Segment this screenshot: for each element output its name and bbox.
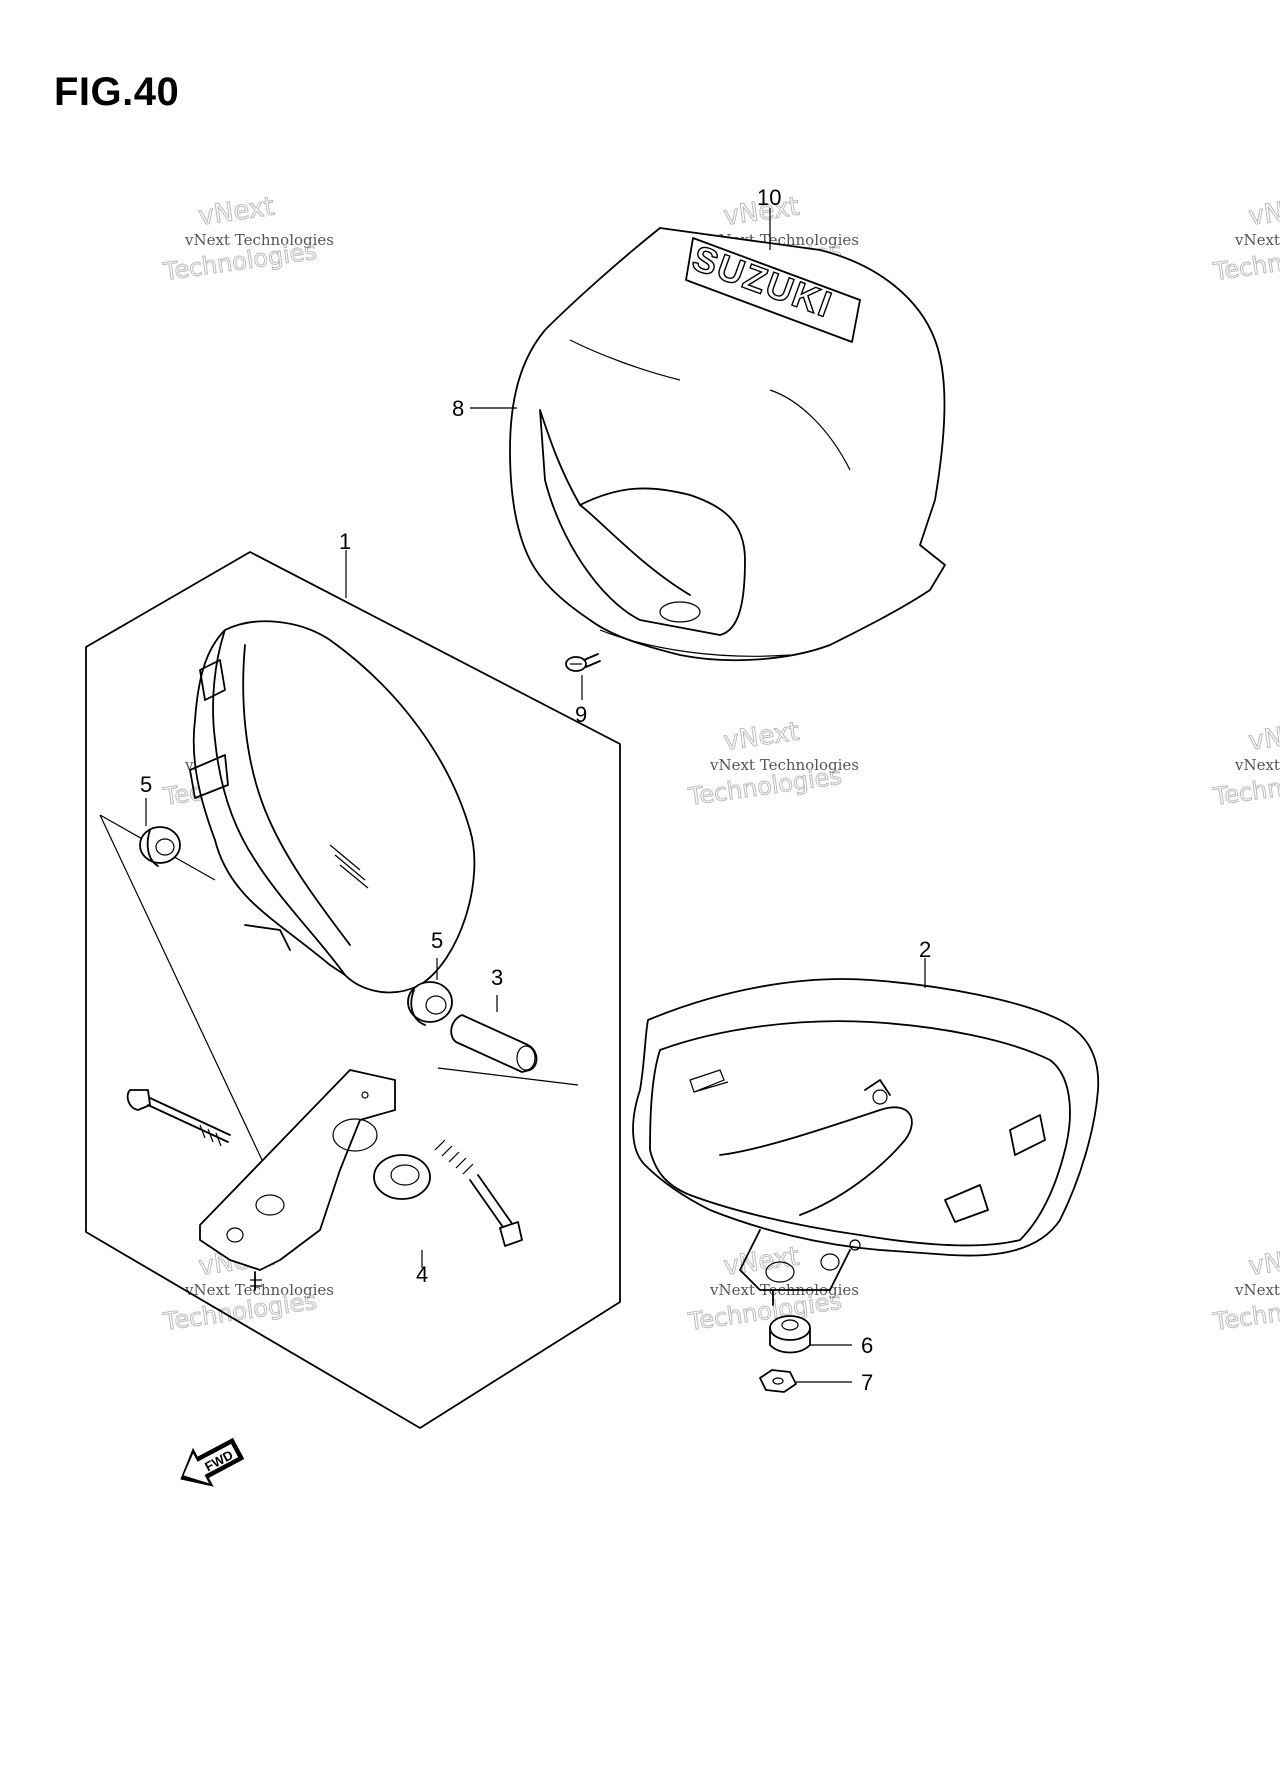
figure-title: FIG.40 [54,70,180,114]
screw-9 [565,653,601,672]
watermark-line1: vNext Technologies [1234,1281,1280,1299]
callout-5-middle: 5 [431,928,443,953]
headlight-housing [189,620,476,994]
assembly-1-outline [85,551,621,1429]
watermark-line2: vNext [1247,192,1280,232]
watermark-line2: vNext [722,717,801,757]
callout-2: 2 [919,937,931,962]
callout-5-upper: 5 [140,772,152,797]
watermark-line2: vNext [722,1242,801,1282]
callout-10: 10 [757,185,781,210]
watermark-line2: vNext [1247,1242,1280,1282]
explode-line [99,814,263,1161]
watermark-line1: vNext Technologies [184,1281,334,1299]
watermark-line1: vNext Technologies [184,231,334,249]
watermark-line2: vNext [197,192,276,232]
grommet-4 [373,1154,431,1200]
spring-bolt [434,1139,523,1247]
nut-7 [759,1369,797,1393]
watermark-line1: vNext Technologies [709,756,859,774]
fwd-arrow-icon: FWD [180,1437,245,1487]
watermark-line1: vNext Technologies [1234,231,1280,249]
bolt-long [126,1089,231,1147]
callout-leaders [145,208,926,1383]
watermark-line2: vNext [1247,717,1280,757]
callout-3: 3 [491,965,503,990]
callout-6: 6 [861,1333,873,1358]
grommet-5-middle [407,981,453,1026]
callout-1: 1 [339,529,351,554]
callout-9: 9 [575,702,587,727]
callout-7: 7 [861,1370,873,1395]
callout-8: 8 [452,396,464,421]
headlight-housing-2 [632,978,1100,1306]
explode-line [437,1067,579,1086]
grommet-5-upper [139,826,181,867]
collar-3 [450,1014,538,1073]
watermark-line1: vNext Technologies [1234,756,1280,774]
mounting-bracket [199,1069,396,1291]
callout-4: 4 [416,1262,428,1287]
grommet-6 [769,1315,811,1354]
